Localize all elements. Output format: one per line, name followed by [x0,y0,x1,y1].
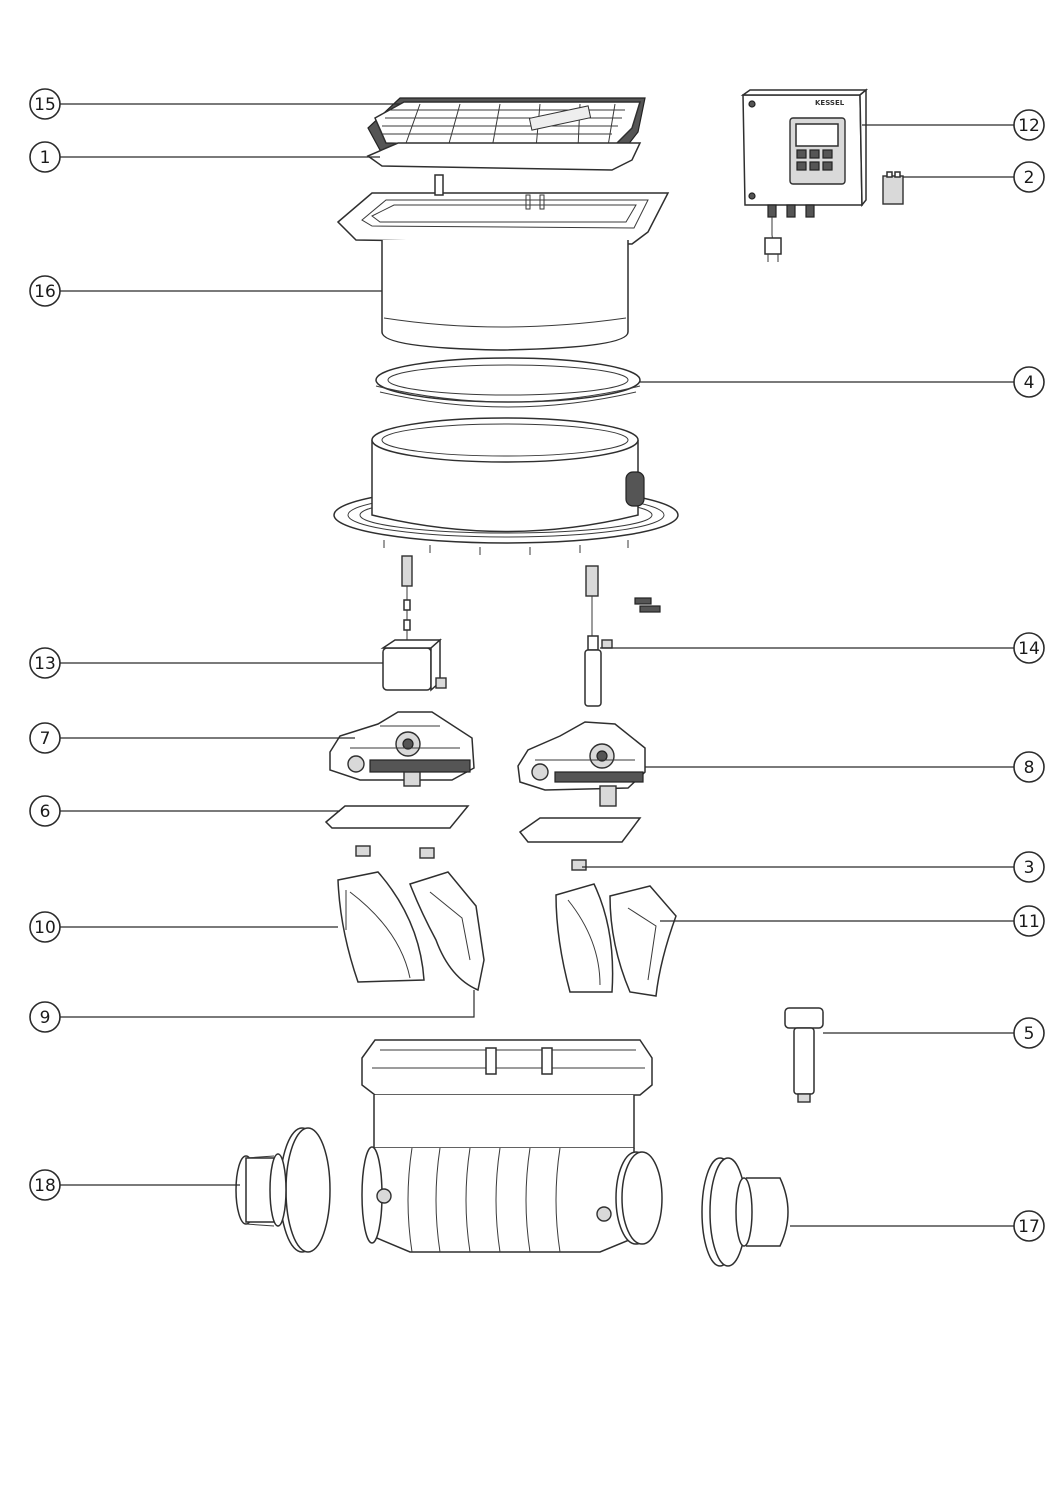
part-sealing-ring [375,357,641,408]
part-sensor-probe [584,565,661,707]
part-flap-right [555,883,677,997]
callout-label: 9 [40,1008,51,1028]
callout-13: 13 [29,647,61,679]
callout-label: 16 [34,282,56,302]
callout-12: 12 [1013,109,1045,141]
part-cover-grate [367,97,646,156]
part-flap-left [337,871,425,983]
part-flap-seal-right [518,817,642,843]
brand-label: KESSEL [815,99,845,107]
callout-16: 16 [29,275,61,307]
callout-label: 4 [1024,373,1035,393]
callout-15: 15 [29,88,61,120]
callout-3: 3 [1013,851,1045,883]
callout-label: 2 [1024,168,1035,188]
callout-label: 15 [34,95,56,115]
leader-lines [60,103,1014,1227]
callout-4: 4 [1013,366,1045,398]
part-top-section [336,174,670,351]
part-battery [882,171,904,205]
callout-8: 8 [1013,751,1045,783]
part-connector-right [701,1157,789,1267]
callout-1: 1 [29,141,61,173]
callout-label: 3 [1024,858,1035,878]
callout-label: 13 [34,654,56,674]
part-body-collar [333,417,679,555]
callout-17: 17 [1013,1210,1045,1242]
callout-label: 10 [34,918,56,938]
callout-14: 14 [1013,632,1045,664]
callout-11: 11 [1013,905,1045,937]
part-flap-seal-left [324,805,470,829]
callout-label: 14 [1018,639,1040,659]
callout-5: 5 [1013,1017,1045,1049]
callout-label: 1 [40,148,51,168]
callout-label: 5 [1024,1024,1035,1044]
part-tool [784,1007,824,1103]
part-main-housing [361,1039,663,1253]
callout-label: 12 [1018,116,1040,136]
callout-9: 9 [29,1001,61,1033]
part-flap-plate-left [409,871,485,992]
part-drive-unit-right [517,721,646,807]
callout-7: 7 [29,722,61,754]
callout-18: 18 [29,1169,61,1201]
callout-label: 8 [1024,758,1035,778]
part-float-switch [380,555,447,692]
callout-label: 7 [40,729,51,749]
callout-label: 18 [34,1176,56,1196]
part-cover-seal [366,142,642,171]
callout-6: 6 [29,795,61,827]
part-control-unit: KESSEL [740,88,869,262]
part-clips [355,845,587,871]
part-drive-unit-left [329,711,475,787]
callout-10: 10 [29,911,61,943]
callout-label: 6 [40,802,51,822]
callout-label: 17 [1018,1217,1040,1237]
callout-label: 11 [1018,912,1040,932]
part-connector-left [235,1127,331,1253]
callout-2: 2 [1013,161,1045,193]
